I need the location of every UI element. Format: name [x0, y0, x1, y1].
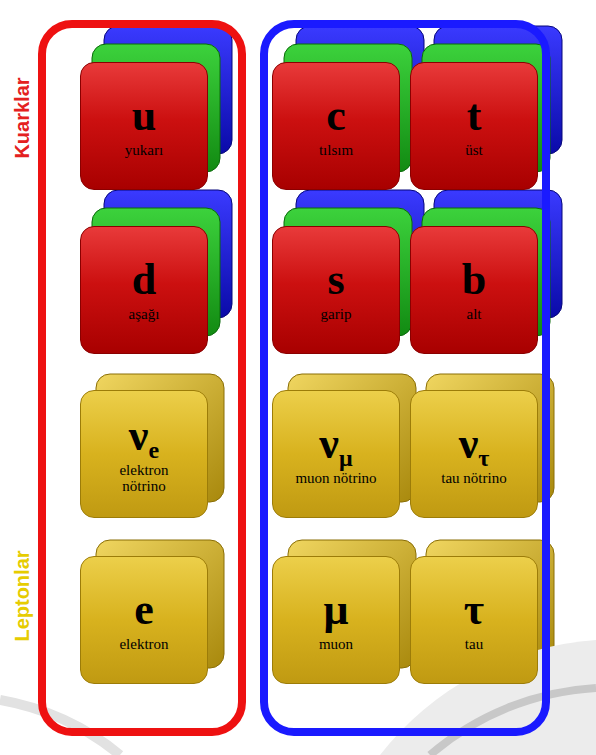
- particle-symbol: t: [467, 94, 482, 138]
- lepton-cube: μ muon: [272, 556, 400, 684]
- particle-symbol: τ: [464, 588, 484, 632]
- particle-name: muon: [288, 636, 384, 653]
- particle-symbol: d: [132, 258, 156, 302]
- particle-name: aşağı: [96, 306, 192, 323]
- particle-name: üst: [426, 142, 522, 159]
- particle-symbol: νμ: [319, 422, 352, 466]
- particle-name: tılsım: [288, 142, 384, 159]
- quark-cube: u yukarı: [80, 62, 208, 190]
- particle-symbol: ντ: [459, 422, 490, 466]
- particle-name: tau: [426, 636, 522, 653]
- corner-arc-line: [430, 688, 596, 755]
- quark-cube: c tılsım: [272, 62, 400, 190]
- quark-cube: d aşağı: [80, 226, 208, 354]
- lepton-cube: e elektron: [80, 556, 208, 684]
- group-label: Leptonlar: [11, 550, 34, 641]
- lepton-cube: ντ tau nötrino: [410, 390, 538, 518]
- particle-name: elektron: [96, 636, 192, 653]
- particle-name: elektron nötrino: [96, 462, 192, 495]
- first-generation-frame: [42, 24, 242, 732]
- lepton-cube: νμ muon nötrino: [272, 390, 400, 518]
- particle-name: yukarı: [96, 142, 192, 159]
- particle-name: alt: [426, 306, 522, 323]
- particle-name: muon nötrino: [288, 470, 384, 487]
- particle-symbol: u: [132, 94, 156, 138]
- quark-cube: s garip: [272, 226, 400, 354]
- particle-name: tau nötrino: [426, 470, 522, 487]
- higher-generation-frame: [264, 24, 546, 732]
- particle-symbol: μ: [324, 588, 349, 632]
- lepton-cube: τ tau: [410, 556, 538, 684]
- particle-symbol: e: [134, 588, 154, 632]
- particle-symbol: νe: [129, 414, 159, 458]
- particle-symbol: c: [326, 94, 346, 138]
- group-label: Kuarklar: [11, 77, 34, 158]
- particle-symbol: b: [462, 258, 486, 302]
- particle-symbol: s: [327, 258, 344, 302]
- quark-cube: t üst: [410, 62, 538, 190]
- lepton-cube: νe elektron nötrino: [80, 390, 208, 518]
- particle-name: garip: [288, 306, 384, 323]
- quark-cube: b alt: [410, 226, 538, 354]
